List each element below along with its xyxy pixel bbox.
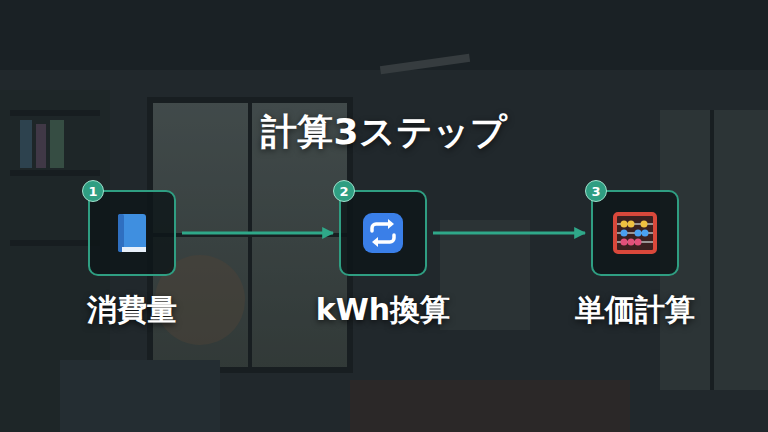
icon-frame bbox=[339, 190, 427, 276]
flow-arrow bbox=[182, 232, 333, 235]
flow-arrow bbox=[433, 232, 585, 235]
diagram-title: 計算3ステップ bbox=[0, 108, 768, 157]
abacus-icon bbox=[612, 211, 658, 255]
repeat-icon bbox=[361, 211, 405, 255]
callout-number: 3 bbox=[591, 185, 600, 198]
callout-number: 1 bbox=[88, 185, 97, 198]
step-box: 単価計算3 bbox=[527, 190, 743, 331]
step-box: kWh換算2 bbox=[275, 190, 491, 331]
step-number-badge: 3 bbox=[585, 180, 607, 202]
step-number-badge: 1 bbox=[82, 180, 104, 202]
step-label: 単価計算 bbox=[527, 290, 743, 331]
callout-number: 2 bbox=[339, 185, 348, 198]
step-label: 消費量 bbox=[24, 290, 240, 331]
step-label: kWh換算 bbox=[275, 290, 491, 331]
icon-frame bbox=[591, 190, 679, 276]
step-box: 消費量1 bbox=[24, 190, 240, 331]
step-number-badge: 2 bbox=[333, 180, 355, 202]
icon-frame bbox=[88, 190, 176, 276]
book-icon bbox=[112, 211, 152, 255]
